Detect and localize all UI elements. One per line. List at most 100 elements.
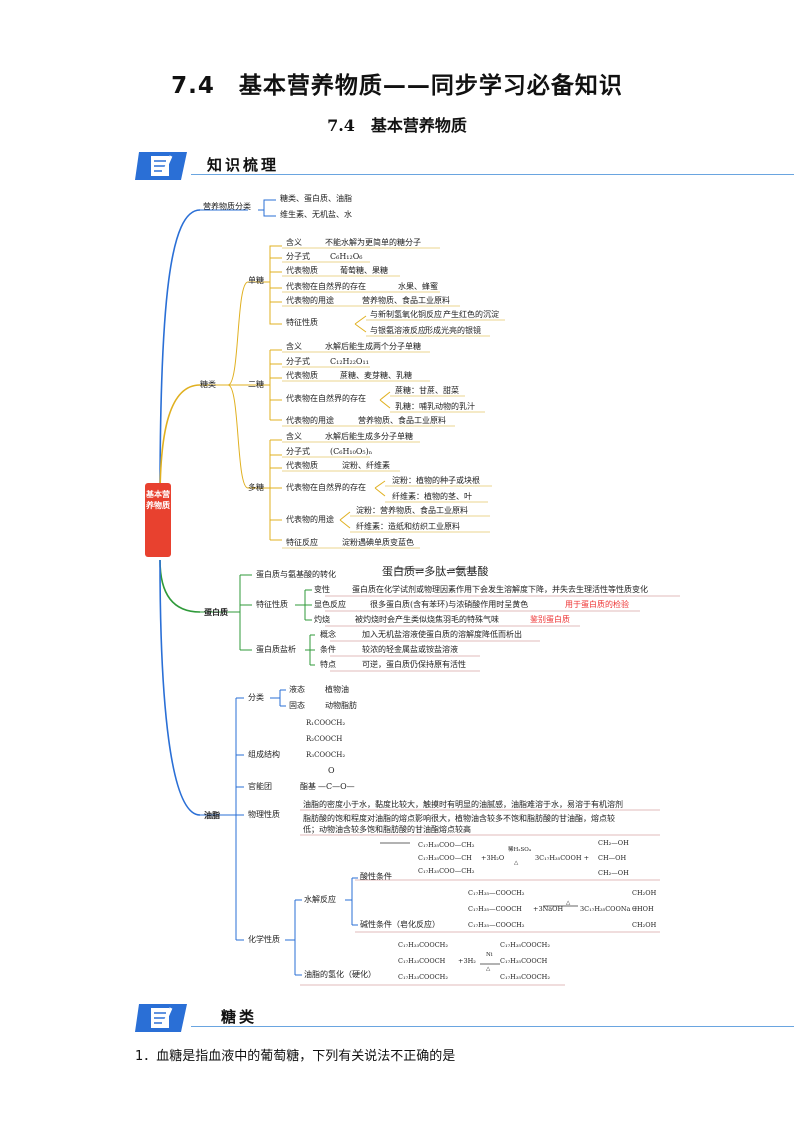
mono-val-6a: 与新制氢氧化铜反应 xyxy=(370,310,442,319)
node-sugar: 糖类 xyxy=(200,380,216,389)
di-key-2: 分子式 xyxy=(286,357,310,366)
mono-key-2: 分子式 xyxy=(286,252,310,261)
node-monosaccharide: 单糖 xyxy=(248,276,264,285)
eq3-reactant-3: C₁₇H₃₃COOCH₂ xyxy=(398,973,448,981)
section-header-sugar: 糖类 xyxy=(135,1000,794,1040)
node-class1: 糖类、蛋白质、油脂 xyxy=(280,194,352,203)
poly-key-5: 代表物的用途 xyxy=(286,515,334,524)
poly-val-1: 水解后能生成多分子单糖 xyxy=(325,432,413,441)
fat-solid-val: 动物脂肪 xyxy=(325,701,357,710)
eq1-product: 3C₁₇H₃₅COOH + xyxy=(535,854,590,862)
protein-denature-desc: 蛋白质在化学试剂或物理因素作用下会发生溶解度下降，并失去生理活性等性质变化 xyxy=(352,585,648,594)
eq1-reagent: +3H₂O xyxy=(481,854,505,862)
di-key-3: 代表物质 xyxy=(286,371,318,380)
mono-val-6b-result: 形成光亮的银镜 xyxy=(425,326,481,335)
fat-solid: 固态 xyxy=(289,701,305,710)
mono-key-5: 代表物的用途 xyxy=(286,296,334,305)
salting-key-3: 特点 xyxy=(320,660,336,669)
eq3-reagent: +3H₂ xyxy=(458,957,476,965)
eq2-reactant-2: C₁₇H₃₅—COOCH xyxy=(468,905,522,913)
fat-liquid: 液态 xyxy=(289,685,305,694)
poly-key-4: 代表物在自然界的存在 xyxy=(286,483,366,492)
protein-burn-desc: 被灼烧时会产生类似烧焦羽毛的特殊气味 xyxy=(355,615,499,624)
mono-val-6b: 与银氨溶液反应 xyxy=(370,326,426,335)
di-val-4b: 乳糖：哺乳动物的乳汁 xyxy=(395,402,475,411)
fat-ester-label: 酯基 xyxy=(300,782,316,791)
section-label: 糖类 xyxy=(221,1008,258,1026)
poly-val-4b: 纤维素：植物的茎、叶 xyxy=(392,492,472,501)
protein-denature: 变性 xyxy=(314,585,330,594)
fat-structure-1: R₁COOCH₂ xyxy=(306,719,346,727)
poly-val-5a: 淀粉：营养物质、食品工业原料 xyxy=(356,506,468,515)
protein-salting: 蛋白质盐析 xyxy=(256,645,296,654)
di-val-2: C₁₂H₂₂O₁₁ xyxy=(330,357,369,366)
section-label: 知识梳理 xyxy=(207,156,280,174)
eq3-heat: △ xyxy=(486,966,491,972)
node-protein: 蛋白质 xyxy=(204,607,228,617)
salting-val-3: 可逆，蛋白质仍保持原有活性 xyxy=(362,660,466,669)
eq2-reactant-3: C₁₇H₃₅—COOCH₂ xyxy=(468,921,525,929)
fat-liquid-val: 植物油 xyxy=(325,685,349,694)
eq1-reactant-1: C₁₇H₃₅COO—CH₂ xyxy=(418,841,475,849)
fat-ester-formula: —C—O— xyxy=(318,782,355,791)
di-val-5: 营养物质、食品工业原料 xyxy=(358,416,446,425)
eq2-glycerol-3: CH₂OH xyxy=(632,921,657,929)
eq3-product-1: C₁₇H₃₅COOCH₂ xyxy=(500,941,550,949)
protein-properties: 特征性质 xyxy=(256,600,288,609)
mono-val-1: 不能水解为更简单的糖分子 xyxy=(325,238,421,247)
protein-color: 显色反应 xyxy=(314,600,346,609)
protein-color-note: 用于蛋白质的检验 xyxy=(565,600,629,609)
poly-val-2: (C₆H₁₀O₅)ₙ xyxy=(330,447,373,456)
poly-val-6: 淀粉遇碘单质变蓝色 xyxy=(342,538,414,547)
node-polysaccharide: 多糖 xyxy=(248,483,264,492)
mono-val-5: 营养物质、食品工业原料 xyxy=(362,296,450,305)
fat-basic: 碱性条件（皂化反应） xyxy=(360,920,440,929)
notepad-icon xyxy=(135,1004,187,1032)
node-class2: 维生素、无机盐、水 xyxy=(280,210,352,219)
mono-key-3: 代表物质 xyxy=(286,266,318,275)
fat-hydrogenation: 油脂的氢化（硬化） xyxy=(304,970,376,979)
poly-val-4a: 淀粉：植物的种子或块根 xyxy=(392,476,480,485)
fat-class: 分类 xyxy=(248,693,264,702)
fat-physical-1: 油脂的密度小于水，黏度比较大，触摸时有明显的油腻感，油脂难溶于水，易溶于有机溶剂 xyxy=(303,800,623,809)
di-val-1: 水解后能生成两个分子单糖 xyxy=(325,342,421,351)
salting-key-2: 条件 xyxy=(320,645,336,654)
fat-physical-2: 脂肪酸的饱和程度对油脂的熔点影响很大，植物油含较多不饱和脂肪酸的甘油酯，熔点较 xyxy=(303,814,615,823)
eq2-product: 3C₁₇H₃₅COONa + xyxy=(580,905,638,913)
protein-conversion: 蛋白质与氨基酸的转化 xyxy=(256,570,336,579)
section-divider xyxy=(191,1026,794,1027)
salting-val-1: 加入无机盐溶液使蛋白质的溶解度降低而析出 xyxy=(362,630,522,639)
eq2-reagent: +3NaOH xyxy=(533,905,564,913)
eq3-catalyst: Ni xyxy=(486,952,493,958)
protein-color-desc: 很多蛋白质(含有苯环)与浓硝酸作用时呈黄色 xyxy=(370,600,529,609)
poly-val-3: 淀粉、纤维素 xyxy=(342,461,390,470)
protein-burn-note: 鉴别蛋白质 xyxy=(530,615,570,624)
eq1-reactant-3: C₁₇H₃₅COO—CH₂ xyxy=(418,867,475,875)
poly-key-3: 代表物质 xyxy=(286,461,318,470)
eq1-reactant-2: C₁₇H₃₅COO—CH xyxy=(418,854,472,862)
page-subtitle: 7.4 基本营养物质 xyxy=(327,116,467,135)
fat-structure-2: R₂COOCH xyxy=(306,735,343,743)
poly-key-6: 特征反应 xyxy=(286,538,318,547)
eq1-catalyst: 稀H₂SO₄ xyxy=(508,847,531,853)
mono-key-1: 含义 xyxy=(286,238,302,247)
eq3-reactant-1: C₁₇H₃₃COOCH₂ xyxy=(398,941,448,949)
eq2-glycerol-1: CH₂OH xyxy=(632,889,657,897)
protein-conversion-chain: 蛋白质⇌多肽⇌氨基酸 xyxy=(382,565,489,578)
fat-acidic: 酸性条件 xyxy=(360,872,392,881)
page-title: 7.4 基本营养物质——同步学习必备知识 xyxy=(171,73,623,99)
di-val-3: 蔗糖、麦芽糖、乳糖 xyxy=(340,371,412,380)
eq1-glycerol-2: CH—OH xyxy=(598,854,627,862)
mono-key-4: 代表物在自然界的存在 xyxy=(286,282,366,291)
mono-key-6: 特征性质 xyxy=(286,318,318,327)
eq2-glycerol-2: CHOH xyxy=(632,905,654,913)
mono-val-3: 葡萄糖、果糖 xyxy=(340,266,388,275)
di-key-1: 含义 xyxy=(286,342,302,351)
poly-key-2: 分子式 xyxy=(286,447,310,456)
fat-ester-o: O xyxy=(328,766,335,775)
fat-structure-3: R₃COOCH₂ xyxy=(306,751,346,759)
node-disaccharide: 二糖 xyxy=(248,380,264,389)
mono-val-2: C₆H₁₂O₆ xyxy=(330,252,363,261)
eq3-reactant-2: C₁₇H₃₃COOCH xyxy=(398,957,446,965)
di-key-4: 代表物在自然界的存在 xyxy=(286,394,366,403)
